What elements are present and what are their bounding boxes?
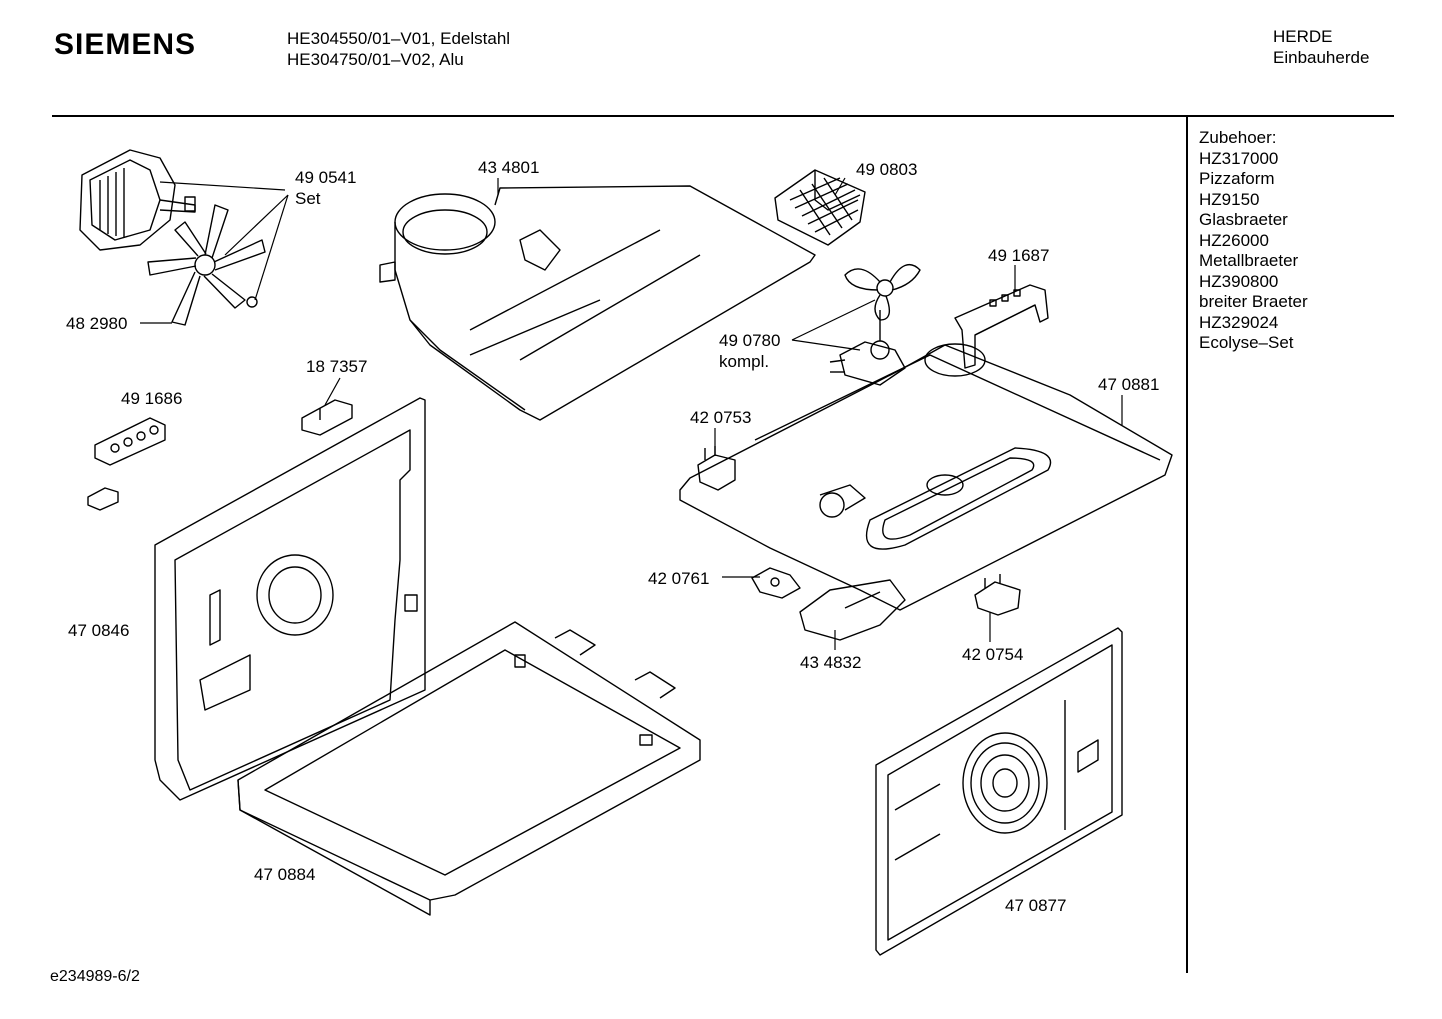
leader-187357	[324, 377, 341, 406]
accessory-code: HZ26000	[1199, 230, 1269, 250]
accessories-heading: Zubehoer:	[1199, 128, 1277, 147]
part-label-434832: 43 4832	[800, 653, 862, 672]
part-label-491686: 49 1686	[121, 389, 183, 408]
part-label-490803: 49 0803	[856, 160, 918, 179]
front-panel-drawing	[875, 627, 1123, 956]
part-label-187357: 18 7357	[306, 357, 368, 376]
part-label-490541: 49 0541	[295, 168, 357, 187]
part-label-482980: 48 2980	[66, 314, 128, 333]
sidebar-divider	[1186, 117, 1188, 973]
accessory-code: HZ329024	[1199, 312, 1279, 332]
part-label-470877: 47 0877	[1005, 896, 1067, 915]
leader-490780-b	[791, 339, 861, 351]
part-label-470884: 47 0884	[254, 865, 316, 884]
door-switch-drawing	[301, 399, 353, 436]
cover-plate-drawing	[799, 579, 906, 641]
fan-blade-drawing	[147, 204, 266, 326]
accessory-code: HZ390800	[1199, 271, 1279, 291]
accessory-code: HZ9150	[1199, 189, 1260, 209]
rear-panel-drawing	[154, 397, 426, 801]
accessory-name: Pizzaform	[1199, 169, 1275, 188]
header-divider	[52, 115, 1394, 117]
accessory-name: breiter Braeter	[1199, 292, 1308, 311]
exploded-view-drawing	[79, 149, 1173, 956]
part-label-420754: 42 0754	[962, 645, 1024, 664]
leader-490803	[834, 177, 846, 196]
leader-490541-a	[159, 181, 286, 191]
small-bracket-drawing	[751, 567, 801, 599]
part-label-490541-sub: Set	[295, 189, 321, 208]
part-label-420753: 42 0753	[690, 408, 752, 427]
limiter-drawing	[974, 574, 1021, 616]
cooling-fan-drawing	[829, 263, 921, 386]
fan-cover-drawing	[379, 185, 816, 421]
bottom-tray-drawing	[237, 621, 701, 916]
part-label-420761: 42 0761	[648, 569, 710, 588]
leader-490780-a	[791, 299, 876, 341]
top-plate-drawing	[679, 343, 1173, 611]
leader-490541-b	[254, 194, 289, 301]
heater-element-drawing	[774, 169, 866, 246]
part-label-434801: 43 4801	[478, 158, 540, 177]
model-line-1: HE304550/01–V01, Edelstahl	[287, 29, 511, 48]
part-label-490780-sub: kompl.	[719, 352, 770, 371]
accessory-code: HZ317000	[1199, 148, 1279, 168]
brand-logo: SIEMENS	[54, 28, 197, 61]
category-line-2: Einbauherde	[1273, 48, 1370, 67]
mounting-bracket-drawing	[954, 284, 1049, 369]
part-label-491687: 49 1687	[988, 246, 1050, 265]
part-label-470881: 47 0881	[1098, 375, 1160, 394]
accessories-panel: Zubehoer: HZ317000 Pizzaform HZ9150 Glas…	[1199, 128, 1308, 354]
terminal-block-drawing	[87, 417, 166, 511]
accessory-name: Metallbraeter	[1199, 251, 1299, 270]
part-label-490780: 49 0780	[719, 331, 781, 350]
fan-motor-drawing	[79, 149, 196, 251]
accessory-name: Ecolyse–Set	[1199, 333, 1294, 352]
leader-490541-c	[224, 194, 289, 256]
accessory-name: Glasbraeter	[1199, 210, 1288, 229]
model-line-2: HE304750/01–V02, Alu	[287, 50, 464, 69]
drawing-id: e234989-6/2	[50, 968, 140, 985]
thermostat-drawing	[697, 446, 736, 491]
part-label-470846: 47 0846	[68, 621, 130, 640]
category-line-1: HERDE	[1273, 27, 1333, 46]
